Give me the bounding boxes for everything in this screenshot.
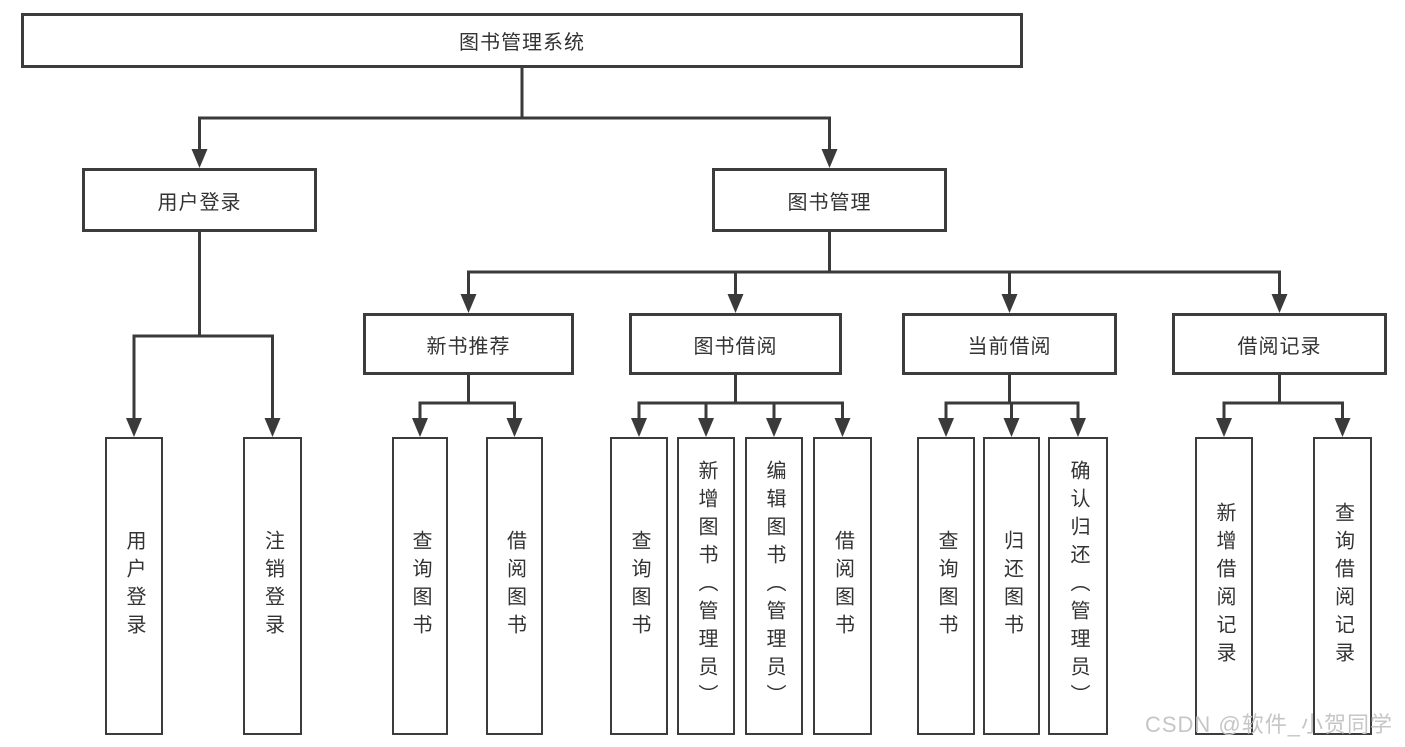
connector-book-borrowing-to-leaves: [631, 375, 851, 437]
node-new-book-recommend: 新书推荐: [363, 313, 574, 375]
node-current-borrowing-label: 当前借阅: [967, 335, 1052, 358]
node-leaf-edit-books-admin: 编辑图书（管理员）: [745, 437, 803, 735]
node-leaf-confirm-return-admin-label: 确认归还（管理员）: [1067, 460, 1089, 712]
connector-user-login-to-leaves: [126, 232, 281, 437]
node-leaf-query-books-borrowing: 查询图书: [610, 437, 668, 735]
node-leaf-query-books-newbook-label: 查询图书: [409, 530, 431, 642]
node-leaf-borrow-books-borrowing-label: 借阅图书: [831, 530, 854, 642]
connector-book-management-to-level2: [460, 232, 1288, 313]
node-leaf-query-borrow-record-label: 查询借阅记录: [1331, 502, 1354, 670]
node-leaf-confirm-return-admin: 确认归还（管理员）: [1048, 437, 1108, 735]
node-leaf-borrow-books-newbook-label: 借阅图书: [503, 530, 526, 642]
node-leaf-user-login-label: 用户登录: [123, 530, 145, 642]
node-library-system: 图书管理系统: [21, 13, 1023, 68]
node-leaf-query-books-current-label: 查询图书: [935, 530, 957, 642]
connector-root-to-level1: [191, 68, 838, 168]
node-book-borrowing: 图书借阅: [629, 313, 842, 375]
node-current-borrowing: 当前借阅: [902, 313, 1117, 375]
node-user-login-label: 用户登录: [157, 191, 242, 214]
node-leaf-query-books-borrowing-label: 查询图书: [628, 530, 650, 642]
connector-borrow-records-to-leaves: [1216, 375, 1351, 437]
node-user-login: 用户登录: [82, 168, 317, 232]
node-leaf-return-books: 归还图书: [983, 437, 1040, 735]
node-borrow-records-label: 借阅记录: [1237, 335, 1322, 358]
node-leaf-edit-books-admin-label: 编辑图书（管理员）: [763, 460, 785, 712]
node-new-book-recommend-label: 新书推荐: [426, 335, 511, 358]
node-library-system-label: 图书管理系统: [459, 32, 585, 54]
node-leaf-query-books-newbook: 查询图书: [392, 437, 448, 735]
node-book-management: 图书管理: [712, 168, 947, 232]
node-book-management-label: 图书管理: [787, 191, 872, 214]
connector-current-borrowing-to-leaves: [938, 375, 1086, 437]
node-leaf-user-login: 用户登录: [105, 437, 163, 735]
node-leaf-add-borrow-record: 新增借阅记录: [1195, 437, 1253, 735]
node-leaf-borrow-books-borrowing: 借阅图书: [813, 437, 872, 735]
node-leaf-borrow-books-newbook: 借阅图书: [486, 437, 543, 735]
csdn-watermark: CSDN @软件_小贺同学: [1144, 712, 1393, 737]
node-leaf-query-books-current: 查询图书: [917, 437, 975, 735]
node-book-borrowing-label: 图书借阅: [693, 335, 778, 358]
node-leaf-add-borrow-record-label: 新增借阅记录: [1213, 502, 1235, 670]
node-leaf-return-books-label: 归还图书: [1000, 530, 1023, 642]
connector-new-book-to-leaves: [412, 375, 523, 437]
node-leaf-add-books-admin: 新增图书（管理员）: [677, 437, 735, 735]
node-leaf-logout-label: 注销登录: [261, 530, 284, 642]
node-leaf-logout: 注销登录: [243, 437, 302, 735]
node-leaf-query-borrow-record: 查询借阅记录: [1313, 437, 1372, 735]
node-leaf-add-books-admin-label: 新增图书（管理员）: [695, 460, 717, 712]
node-borrow-records: 借阅记录: [1172, 313, 1387, 375]
